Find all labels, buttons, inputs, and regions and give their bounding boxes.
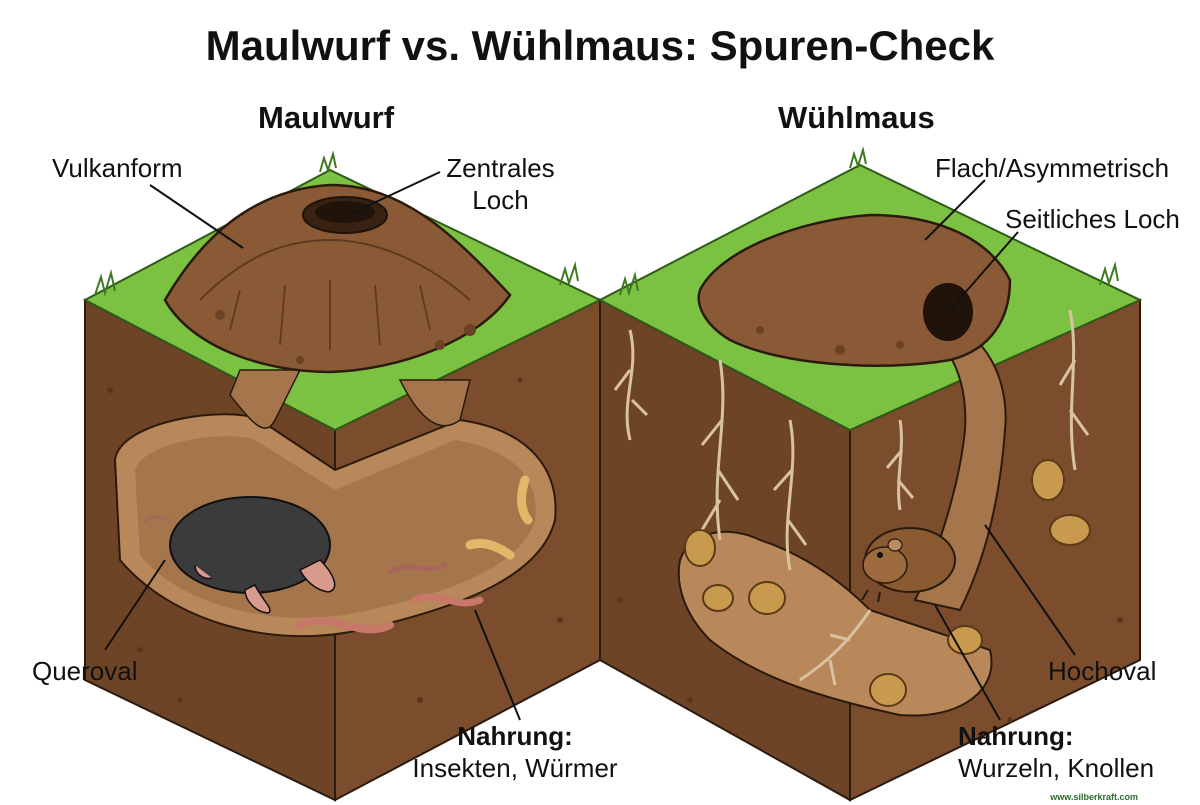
mole-heading: Maulwurf [258, 100, 395, 135]
soil-pebbles-right [617, 597, 1123, 723]
potatoes [684, 459, 1091, 707]
vole-tunnel-label: Hochoval [1048, 656, 1157, 686]
roots [613, 309, 1090, 686]
mole-shape-label: Vulkanform [52, 153, 183, 183]
vole-food-title: Nahrung: [958, 721, 1074, 751]
vole-shape-label: Flach/Asymmetrisch [935, 153, 1170, 183]
vole-food-label: Nahrung: Wurzeln, Knollen [958, 720, 1154, 784]
mole-hole-label: Zentrales Loch [438, 152, 563, 216]
mole-animal [143, 496, 336, 614]
leader-lines [104, 171, 1076, 721]
mole-food-text: Insekten, Würmer [412, 753, 618, 783]
mole-hill [163, 183, 512, 374]
page-title: Maulwurf vs. Wühlmaus: Spuren-Check [205, 22, 995, 69]
soil-pebbles [107, 377, 563, 703]
credit-text: www.silberkraft.com [1050, 792, 1138, 802]
vole-hole-label: Seitliches Loch [1005, 204, 1180, 234]
vole-food-text: Wurzeln, Knollen [958, 753, 1155, 783]
mole-hole-label-line2: Loch [472, 185, 529, 215]
vole-animal [861, 527, 956, 603]
mole-tunnel-label: Queroval [32, 656, 138, 686]
vole-tunnel [677, 318, 1007, 717]
mole-food-label: Nahrung: Insekten, Würmer [395, 720, 635, 784]
mole-hole-label-line1: Zentrales [446, 153, 555, 183]
worms [296, 475, 533, 634]
mole-food-title: Nahrung: [457, 721, 573, 751]
vole-heading: Wühlmaus [778, 100, 935, 135]
